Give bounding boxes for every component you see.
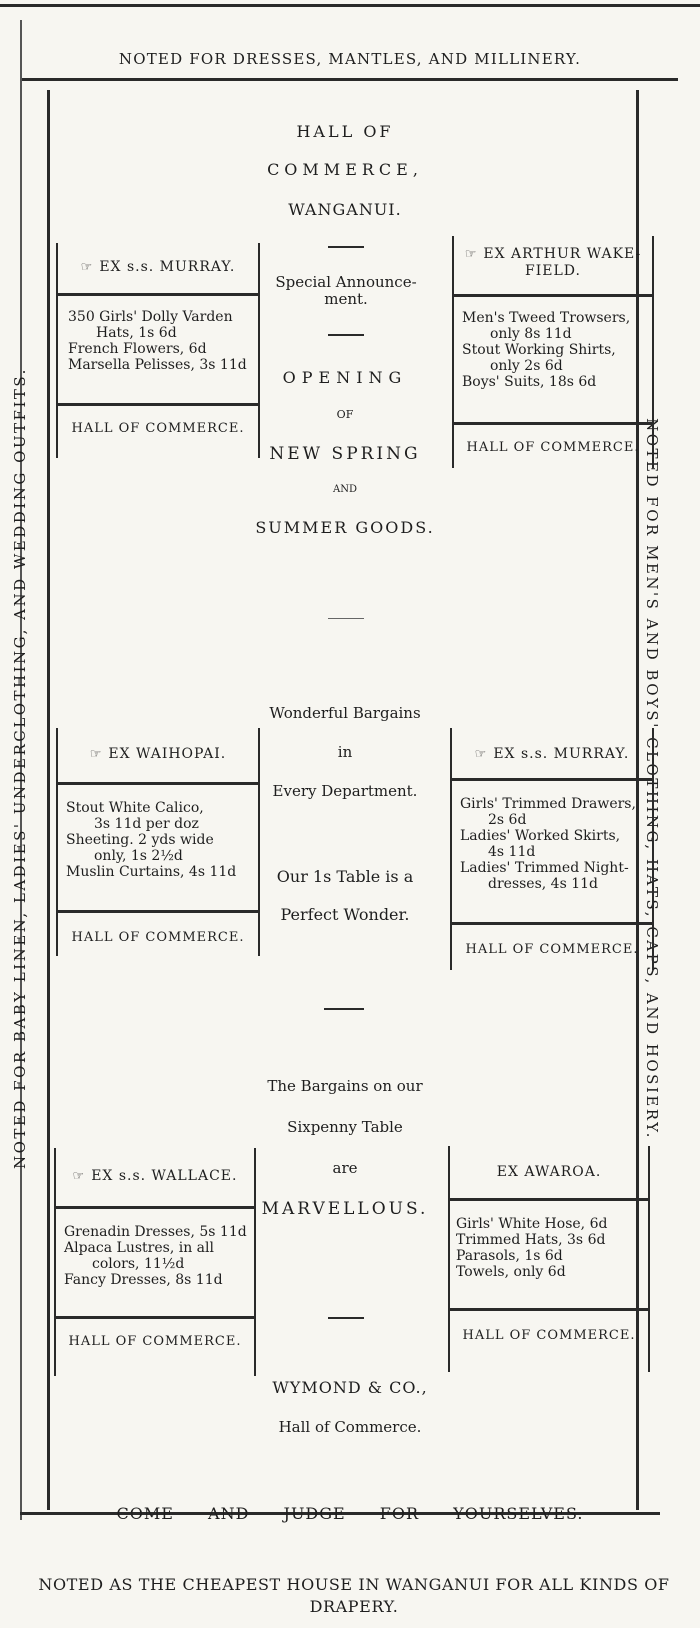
box-items: Girls' Trimmed Drawers, 2s 6d Ladies' Wo… xyxy=(460,796,636,892)
and-text: AND xyxy=(333,484,357,495)
wonderful-line-2: in xyxy=(337,743,353,761)
box-items: Stout White Calico, 3s 11d per doz Sheet… xyxy=(66,800,237,880)
bottom-banner: NOTED AS THE CHEAPEST HOUSE IN WANGANUI … xyxy=(38,1575,670,1616)
inner-left-rule xyxy=(47,90,50,1510)
firm-place: Hall of Commerce. xyxy=(278,1418,422,1436)
box-footer: HALL OF COMMERCE. xyxy=(465,942,639,957)
box-murray-2: ☞EX s.s. MURRAY. Girls' Trimmed Drawers,… xyxy=(450,728,654,970)
inner-right-rule xyxy=(636,90,639,1510)
table-line-1: Our 1s Table is a xyxy=(276,867,414,886)
firm-name: WYMOND & CO., xyxy=(272,1378,428,1397)
box-items: 350 Girls' Dolly Varden Hats, 1s 6d Fren… xyxy=(68,309,247,373)
bargains-line-3: are xyxy=(332,1159,358,1177)
bottom-border-rule xyxy=(20,1512,660,1515)
pointing-hand-icon: ☞ xyxy=(474,747,488,762)
center-dash xyxy=(328,618,364,619)
box-header: ☞EX s.s. WALLACE. xyxy=(72,1168,238,1184)
box-footer: HALL OF COMMERCE. xyxy=(462,1328,636,1343)
banner-rule-top xyxy=(20,78,678,81)
center-dash xyxy=(324,1008,364,1010)
bargains-line-2: Sixpenny Table xyxy=(287,1118,403,1136)
box-awaroa: EX AWAROA. Girls' White Hose, 6d Trimmed… xyxy=(448,1146,650,1372)
box-header: ☞EX ARTHUR WAKE- FIELD. xyxy=(464,246,642,279)
bargains-line-1: The Bargains on our xyxy=(267,1077,423,1095)
special-line-1: Special Announce- xyxy=(275,273,417,291)
box-header: ☞EX s.s. MURRAY. xyxy=(80,259,236,275)
title-commerce: COMMERCE, xyxy=(267,160,423,179)
table-wonder: Our 1s Table is a Perfect Wonder. xyxy=(255,858,435,934)
box-header: ☞EX WAIHOPAI. xyxy=(89,746,227,762)
wonderful-line-3: Every Department. xyxy=(272,782,418,800)
special-announcement: Special Announce- ment. xyxy=(258,274,434,308)
summer-goods-text: SUMMER GOODS. xyxy=(255,518,435,537)
box-footer: HALL OF COMMERCE. xyxy=(71,421,245,436)
box-header: ☞EX s.s. MURRAY. xyxy=(474,746,630,762)
box-waihopai: ☞EX WAIHOPAI. Stout White Calico, 3s 11d… xyxy=(56,728,260,956)
pointing-hand-icon: ☞ xyxy=(464,247,478,262)
wonderful-line-1: Wonderful Bargains xyxy=(269,704,421,722)
title-wanganui: WANGANUI. xyxy=(288,200,402,219)
box-items: Girls' White Hose, 6d Trimmed Hats, 3s 6… xyxy=(456,1216,608,1280)
box-footer: HALL OF COMMERCE. xyxy=(466,440,640,455)
title-hall-of: HALL OF xyxy=(296,122,394,141)
wonderful-bargains: Wonderful Bargains in Every Department. xyxy=(255,694,435,811)
table-line-2: Perfect Wonder. xyxy=(280,905,410,924)
marvellous-text: MARVELLOUS. xyxy=(261,1199,429,1219)
sixpenny-bargains: The Bargains on our Sixpenny Table are M… xyxy=(255,1066,435,1230)
box-header: EX AWAROA. xyxy=(496,1164,602,1180)
center-dash xyxy=(328,246,364,248)
box-items: Grenadin Dresses, 5s 11d Alpaca Lustres,… xyxy=(64,1224,247,1288)
come-and-judge: COME AND JUDGE FOR YOURSELVES. xyxy=(116,1504,584,1523)
outer-left-rule xyxy=(20,20,22,1520)
center-dash xyxy=(328,334,364,336)
box-footer: HALL OF COMMERCE. xyxy=(71,930,245,945)
top-banner: NOTED FOR DRESSES, MANTLES, AND MILLINER… xyxy=(118,50,582,68)
center-dash xyxy=(328,1317,364,1319)
box-arthur-wakefield: ☞EX ARTHUR WAKE- FIELD. Men's Tweed Trow… xyxy=(452,236,654,468)
box-footer: HALL OF COMMERCE. xyxy=(68,1334,242,1349)
opening-text: OPENING xyxy=(282,368,408,387)
top-border-rule xyxy=(0,4,700,7)
of-text: OF xyxy=(336,408,354,421)
new-spring-text: NEW SPRING xyxy=(269,444,421,464)
box-items: Men's Tweed Trowsers, only 8s 11d Stout … xyxy=(462,310,631,390)
pointing-hand-icon: ☞ xyxy=(80,260,94,275)
pointing-hand-icon: ☞ xyxy=(72,1169,86,1184)
box-wallace: ☞EX s.s. WALLACE. Grenadin Dresses, 5s 1… xyxy=(54,1148,256,1376)
left-side-banner: NOTED FOR BABY LINEN, LADIES' UNDERCLOTH… xyxy=(11,367,29,1169)
pointing-hand-icon: ☞ xyxy=(89,747,103,762)
box-murray-1: ☞EX s.s. MURRAY. 350 Girls' Dolly Varden… xyxy=(56,243,260,458)
special-line-2: ment. xyxy=(324,290,368,308)
